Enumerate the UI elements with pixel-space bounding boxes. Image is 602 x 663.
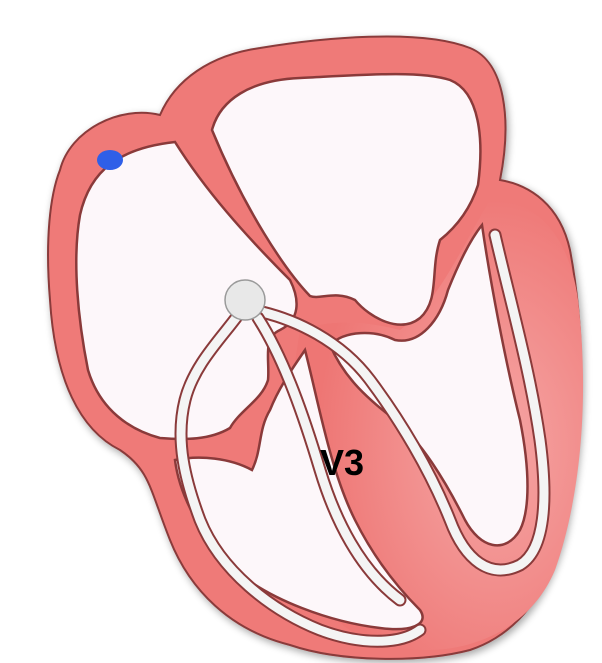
av-node <box>225 280 265 320</box>
lead-label: V3 <box>320 442 364 483</box>
sa-node <box>97 150 123 170</box>
